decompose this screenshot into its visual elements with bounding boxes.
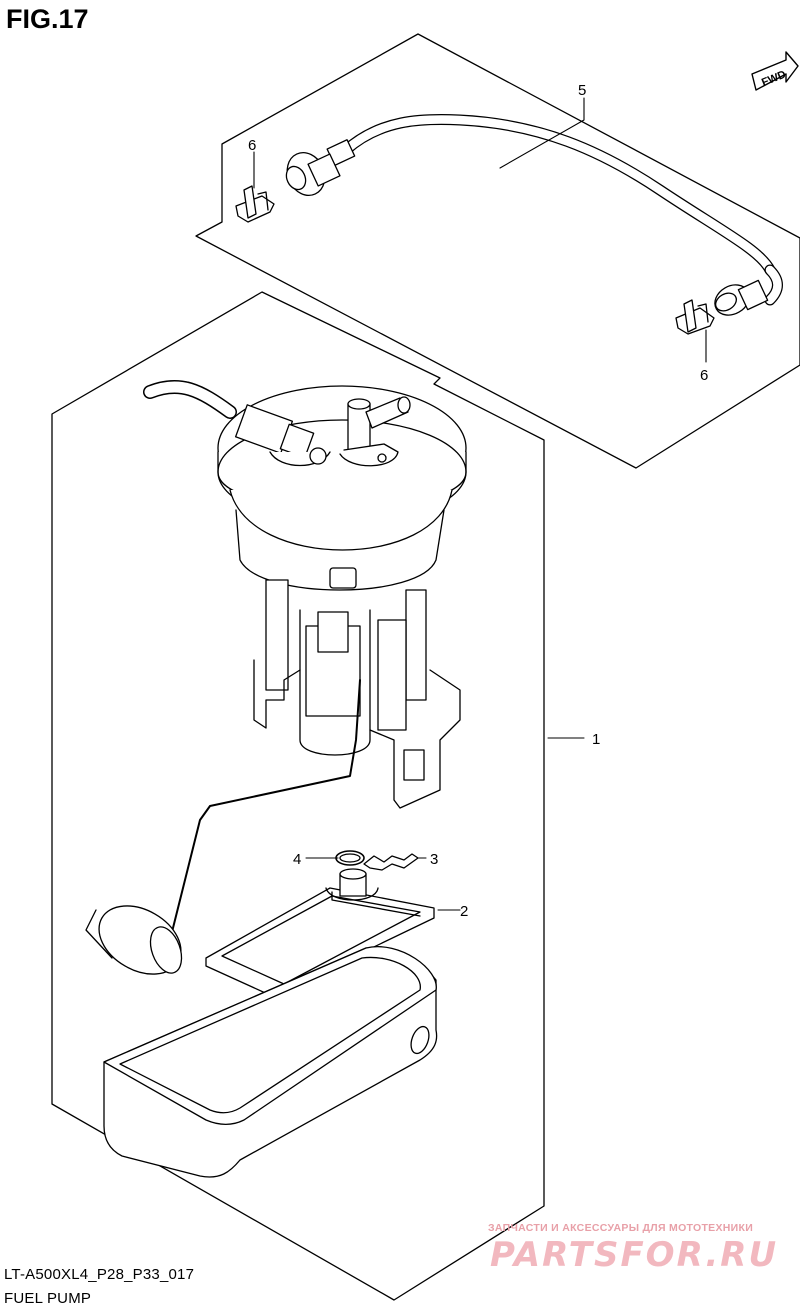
callout-4: 4	[293, 851, 301, 868]
callout-6-upper: 6	[248, 137, 256, 154]
hose-clip-upper	[235, 185, 275, 223]
pump-outlet-pipe	[339, 396, 411, 467]
fuel-level-float	[85, 679, 361, 975]
fuel-filter	[205, 868, 435, 997]
callout-3: 3	[430, 851, 438, 868]
callout-1: 1	[592, 731, 600, 748]
pump-wire-connector	[143, 379, 331, 467]
leader-lines	[253, 97, 707, 911]
clamp	[363, 853, 419, 871]
fuel-hose	[285, 113, 783, 316]
model-code: LT-A500XL4_P28_P33_017	[4, 1266, 195, 1283]
watermark-tagline: ЗАПЧАСТИ И АКСЕССУАРЫ ДЛЯ МОТОТЕХНИКИ	[488, 1222, 754, 1234]
figure-title: FIG.17	[6, 4, 89, 34]
callout-2: 2	[460, 903, 468, 920]
callout-6-lower: 6	[700, 367, 708, 384]
callout-numbers: 1 2 3 4 5 6 6	[248, 82, 708, 920]
pump-lower-tray	[103, 946, 438, 1178]
hose-group-frame	[195, 33, 800, 469]
fwd-arrow-icon: FWD	[751, 51, 799, 91]
section-name: FUEL PUMP	[4, 1290, 92, 1307]
watermark-logo: PARTSFOR.RU	[490, 1235, 779, 1275]
hose-clip-lower	[675, 299, 715, 335]
pump-body	[253, 567, 461, 809]
pump-group-frame	[51, 291, 545, 1301]
callout-5: 5	[578, 82, 586, 99]
